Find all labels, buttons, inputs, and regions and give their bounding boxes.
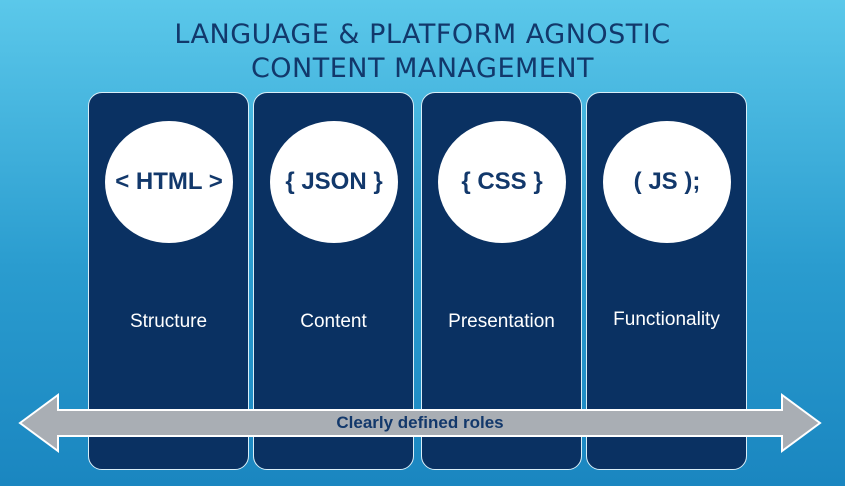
html-badge: < HTML > xyxy=(105,121,233,243)
column-structure: < HTML > Structure xyxy=(88,92,249,470)
css-badge: { CSS } xyxy=(438,121,566,243)
title-line-1: LANGUAGE & PLATFORM AGNOSTIC xyxy=(174,19,671,50)
column-label-functionality: Functionality xyxy=(613,309,720,330)
json-badge: { JSON } xyxy=(270,121,398,243)
js-badge: ( JS ); xyxy=(603,121,731,243)
column-label-presentation: Presentation xyxy=(448,311,555,332)
double-arrow-shape xyxy=(18,393,822,453)
column-label-structure: Structure xyxy=(129,311,208,332)
slide-title: LANGUAGE & PLATFORM AGNOSTIC CONTENT MAN… xyxy=(0,18,845,86)
column-functionality: ( JS ); Functionality xyxy=(586,92,747,470)
column-presentation: { CSS } Presentation xyxy=(421,92,582,470)
column-content: { JSON } Content xyxy=(253,92,414,470)
arrow-label: Clearly defined roles xyxy=(336,413,504,432)
title-line-2: CONTENT MANAGEMENT xyxy=(250,53,595,84)
column-label-content: Content xyxy=(300,311,367,332)
